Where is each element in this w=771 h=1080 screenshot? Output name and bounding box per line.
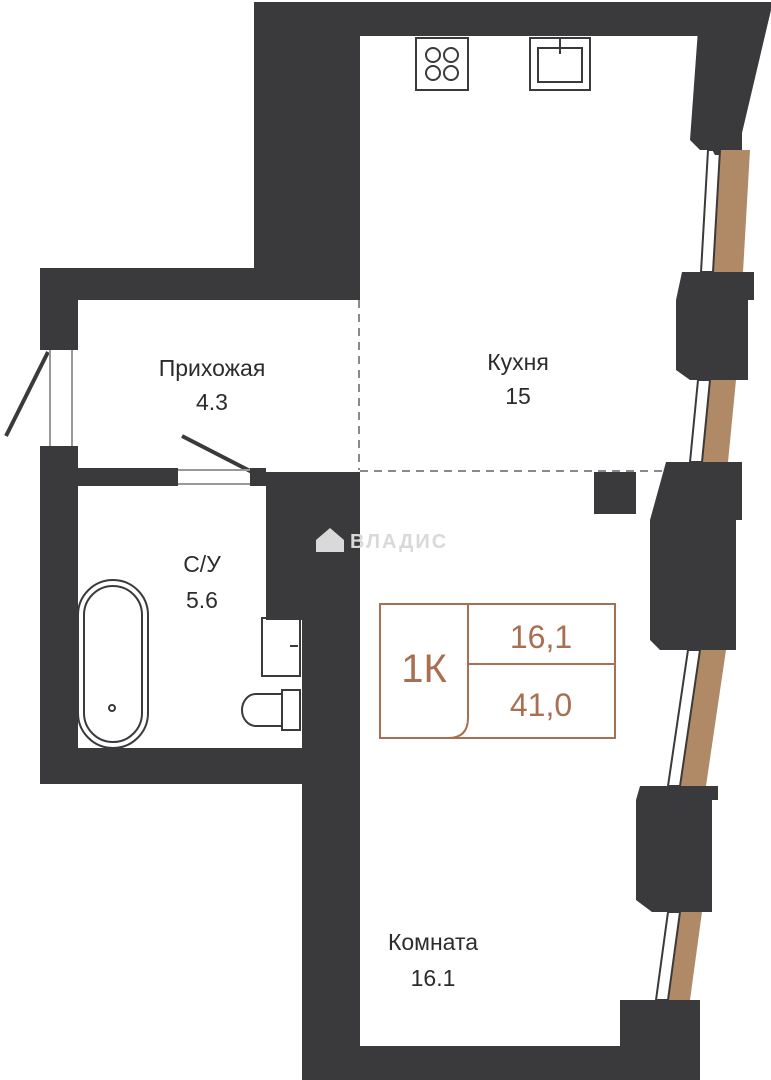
pillar-4 <box>620 1000 700 1080</box>
wall-upper-left-block <box>78 2 700 300</box>
pillar-2 <box>650 462 742 650</box>
wall-bath-left <box>40 446 78 784</box>
bathtub-icon <box>77 579 149 749</box>
house-logo-icon <box>316 528 344 552</box>
sink-icon <box>529 37 591 91</box>
room-area-kitchen: 15 <box>505 383 531 409</box>
badge-left-cell <box>380 603 469 739</box>
wall-hall-bath-divider <box>40 468 178 486</box>
toilet-icon <box>241 689 301 731</box>
pillar-1 <box>676 272 754 380</box>
room-area-living: 16.1 <box>411 965 456 991</box>
wall-right-top <box>690 2 771 150</box>
badge-living-area: 16,1 <box>510 619 572 655</box>
badge-total-area: 41,0 <box>510 687 572 723</box>
window-2-frame <box>688 379 712 463</box>
wall-bottom <box>302 1046 642 1080</box>
room-name-kitchen: Кухня <box>487 349 549 375</box>
window-2 <box>702 380 736 462</box>
doors <box>4 350 253 485</box>
wall-central-column <box>266 472 360 1080</box>
room-area-bathroom: 5.6 <box>186 587 218 613</box>
kitchen-column <box>594 472 636 514</box>
wall-right-segment-1 <box>700 128 742 155</box>
room-name-hallway: Прихожая <box>159 355 266 381</box>
bath-door <box>181 434 253 474</box>
wall-hall-bath-divider-right <box>250 468 266 486</box>
room-name-living: Комната <box>388 929 478 955</box>
wall-bath-bottom <box>40 748 302 784</box>
stove-icon <box>415 37 469 91</box>
window-3-frame <box>666 649 702 787</box>
window-4-frame <box>654 911 682 1001</box>
watermark-text: ВЛАДИС <box>350 531 448 553</box>
window-1-frame <box>699 149 722 273</box>
room-dividers <box>358 300 668 472</box>
apartment-badge <box>379 603 616 739</box>
window-1 <box>713 150 750 272</box>
room-name-bathroom: С/У <box>183 551 221 577</box>
window-3 <box>680 650 726 786</box>
wall-hall-left <box>40 268 78 350</box>
entry-door <box>4 351 50 437</box>
pillar-3 <box>636 786 718 912</box>
badge-apartment-type: 1К <box>401 647 447 691</box>
room-area-hallway: 4.3 <box>196 389 228 415</box>
washbasin-icon <box>261 617 301 677</box>
window-4 <box>668 912 702 1000</box>
watermark: ВЛАДИС <box>316 528 448 553</box>
windows <box>654 149 750 1001</box>
badge-outline <box>379 603 616 739</box>
walls <box>40 2 771 1080</box>
